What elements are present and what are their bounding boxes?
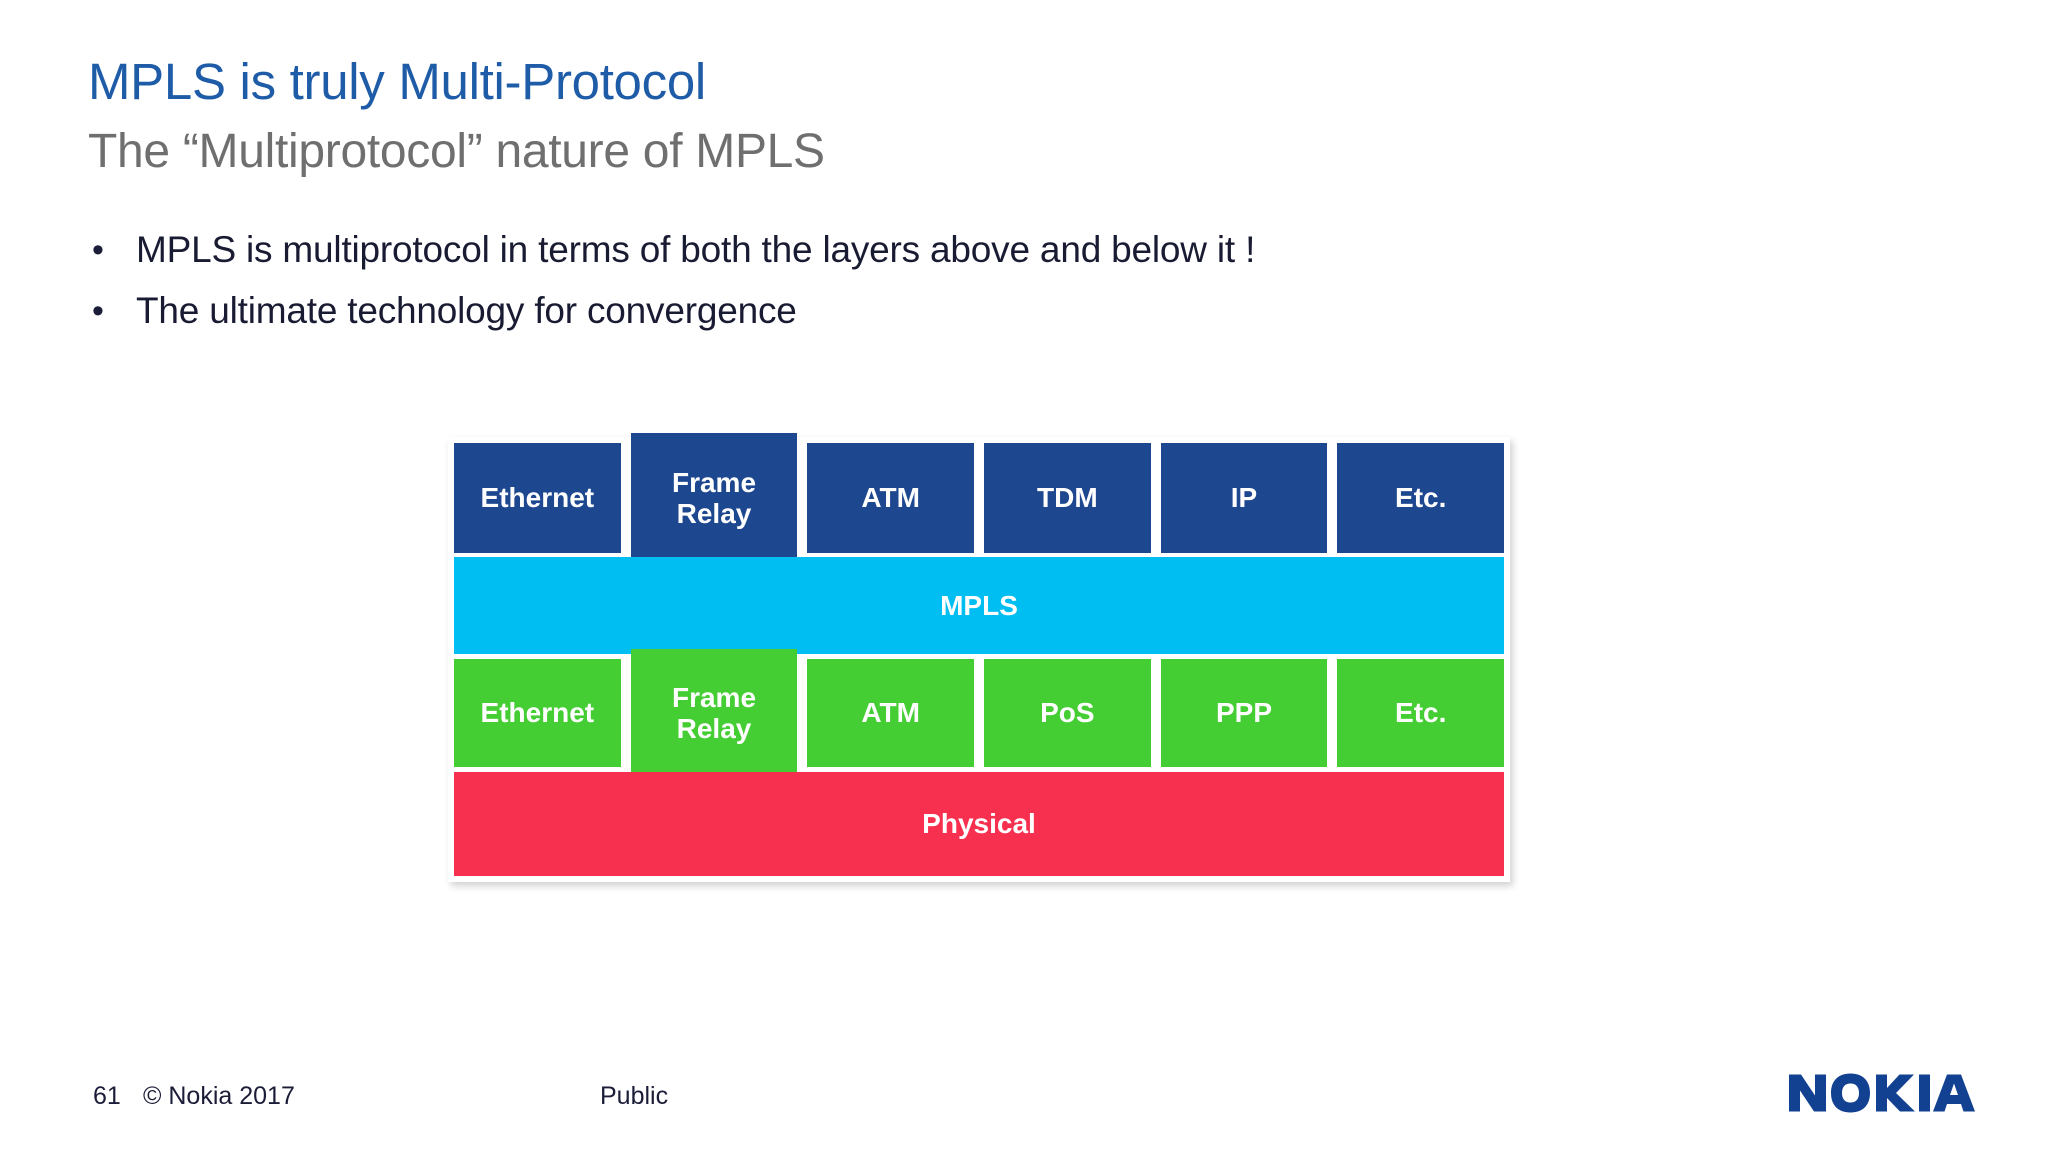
protocol-label: TDM: [1037, 482, 1098, 514]
bullet-text: MPLS is multiprotocol in terms of both t…: [136, 229, 1256, 270]
protocol-label: MPLS: [940, 589, 1018, 621]
protocol-label: Etc.: [1395, 482, 1447, 514]
protocol-box-frame-relay-lower: Frame Relay: [630, 649, 798, 777]
protocol-band-mpls: MPLS: [454, 557, 1504, 654]
bullet-point-icon: •: [92, 231, 104, 269]
nokia-logo: [1788, 1071, 1976, 1115]
protocol-box-frame-relay-upper: Frame Relay: [630, 433, 798, 563]
protocol-label-line1: Frame: [671, 466, 757, 498]
footer-classification: Public: [600, 1082, 669, 1110]
bullet-text: The ultimate technology for convergence: [136, 290, 797, 331]
physical-layer-row: Physical: [454, 772, 1504, 876]
protocol-label: PPP: [1216, 697, 1273, 729]
protocol-label-line2: Relay: [676, 498, 752, 529]
protocol-label: Ethernet: [480, 697, 595, 729]
protocol-box-pos-lower: PoS: [984, 659, 1151, 767]
protocol-box-etc-lower: Etc.: [1337, 659, 1505, 767]
protocol-box-ip-upper: IP: [1160, 443, 1328, 553]
protocol-box-etc-upper: Etc.: [1337, 443, 1505, 553]
protocol-box-atm-lower: ATM: [807, 659, 975, 767]
protocol-label-line1: Frame: [671, 681, 757, 713]
lower-layer-row: Ethernet Frame Relay ATM PoS PPP Etc.: [454, 649, 1505, 777]
protocol-label-line2: Relay: [676, 713, 752, 744]
protocol-label: Etc.: [1395, 697, 1447, 729]
protocol-label: ATM: [861, 697, 920, 729]
protocol-box-atm-upper: ATM: [807, 443, 975, 553]
footer-page-number: 61: [93, 1082, 121, 1110]
protocol-box-tdm-upper: TDM: [984, 443, 1151, 553]
protocol-box-ethernet-lower: Ethernet: [454, 659, 621, 767]
footer-copyright: © Nokia 2017: [143, 1082, 295, 1110]
list-item: • The ultimate technology for convergenc…: [88, 289, 1688, 333]
protocol-box-ppp-lower: PPP: [1160, 659, 1328, 767]
protocol-label: IP: [1230, 482, 1258, 514]
protocol-label: ATM: [861, 482, 920, 514]
protocol-label: Physical: [922, 808, 1036, 839]
upper-layer-row: Ethernet Frame Relay ATM TDM IP Etc.: [454, 433, 1505, 563]
protocol-label: Ethernet: [480, 482, 595, 514]
protocol-label: PoS: [1040, 697, 1095, 729]
protocol-band-physical: Physical: [454, 772, 1504, 876]
list-item: • MPLS is multiprotocol in terms of both…: [88, 228, 1688, 272]
protocol-label: Frame Relay: [672, 682, 756, 745]
mpls-layer-row: MPLS: [454, 557, 1504, 654]
page-subtitle: The “Multiprotocol” nature of MPLS: [88, 125, 825, 178]
protocol-box-ethernet-upper: Ethernet: [454, 443, 621, 553]
page-title: MPLS is truly Multi-Protocol: [88, 53, 706, 110]
protocol-stack-diagram: Ethernet Frame Relay ATM TDM IP Etc. MPL…: [448, 433, 1510, 882]
bullet-list: • MPLS is multiprotocol in terms of both…: [88, 228, 1688, 350]
bullet-point-icon: •: [92, 292, 104, 330]
protocol-label: Frame Relay: [672, 467, 756, 530]
